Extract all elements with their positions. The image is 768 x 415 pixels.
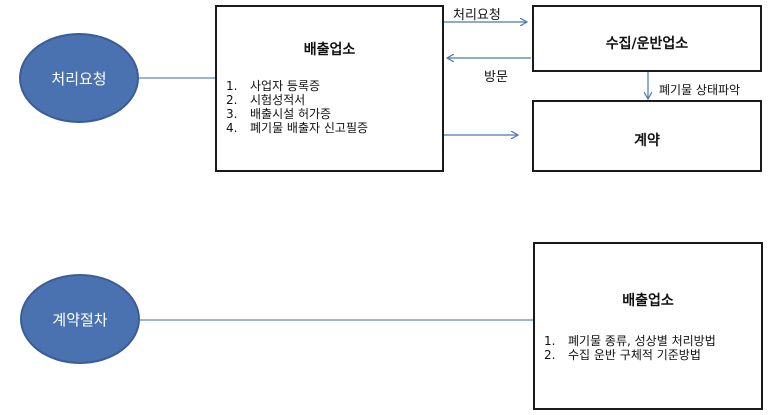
emitter-box: 배출업소 1.사업자 등록증 2.시험성적서 3.배출시설 허가증 4.폐기물 …: [215, 5, 444, 172]
request-edge-label: 처리요청: [453, 8, 501, 23]
contract-box: 계약: [532, 100, 762, 172]
inspection-edge-label: 폐기물 상태파악: [659, 83, 741, 97]
emitter-document-list: 1.사업자 등록증 2.시험성적서 3.배출시설 허가증 4.폐기물 배출자 신…: [226, 79, 368, 135]
contract-box-title: 계약: [634, 133, 660, 149]
procedure-emitter-box-title: 배출업소: [622, 293, 674, 309]
procedure-circle: 계약절차: [20, 274, 140, 364]
request-circle-label: 처리요청: [51, 69, 107, 88]
emitter-box-title: 배출업소: [303, 42, 356, 58]
visit-edge-label: 방문: [484, 70, 508, 85]
list-item: 4.폐기물 배출자 신고필증: [226, 121, 369, 135]
list-item: 2.수집 운반 구체적 기준방법: [544, 348, 701, 362]
collector-box-title: 수집/운반업소: [605, 36, 689, 52]
procedure-circle-label: 계약절차: [52, 310, 108, 329]
procedure-method-list: 1.폐기물 종류, 성상별 처리방법 2.수집 운반 구체적 기준방법: [544, 334, 716, 362]
list-item: 2.시험성적서: [226, 93, 306, 107]
list-item: 3.배출시설 허가증: [226, 107, 332, 121]
list-item: 1.사업자 등록증: [226, 79, 321, 93]
collector-box: 수집/운반업소: [532, 5, 762, 72]
procedure-emitter-box: 배출업소 1.폐기물 종류, 성상별 처리방법 2.수집 운반 구체적 기준방법: [533, 242, 763, 410]
request-circle: 처리요청: [19, 33, 139, 123]
list-item: 1.폐기물 종류, 성상별 처리방법: [544, 334, 716, 348]
